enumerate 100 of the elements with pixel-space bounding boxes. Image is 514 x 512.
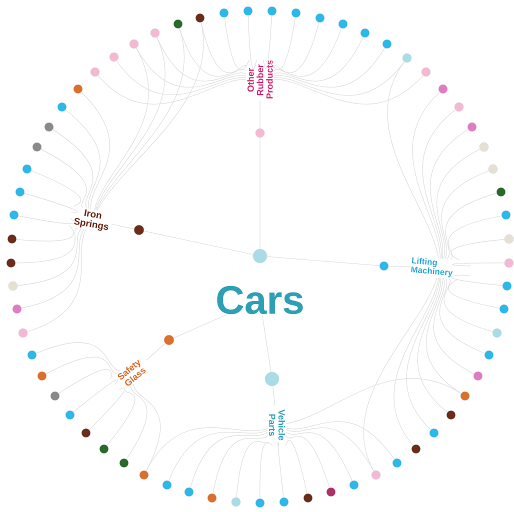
network-dot — [484, 350, 494, 360]
network-dot — [326, 487, 336, 497]
network-dot — [129, 39, 139, 49]
connection-line — [173, 314, 226, 338]
connection-line — [98, 75, 246, 104]
network-dot — [454, 102, 464, 112]
network-dot — [429, 428, 439, 438]
connection-line — [394, 277, 440, 446]
network-dot — [379, 261, 389, 271]
connection-line — [96, 22, 204, 211]
network-dot — [504, 258, 514, 268]
category-label: Cars — [217, 286, 303, 314]
category-label: Vehicle Parts — [268, 410, 286, 440]
connection-line — [274, 62, 405, 96]
network-dot — [231, 497, 241, 507]
network-dot — [15, 187, 25, 197]
network-dot — [73, 84, 83, 94]
network-dot — [279, 497, 289, 507]
connection-line — [274, 28, 342, 77]
network-dot — [8, 281, 18, 291]
network-dot — [99, 444, 109, 454]
network-dot — [9, 210, 19, 220]
connection-line — [46, 356, 118, 374]
connection-line — [65, 110, 100, 210]
connection-line — [260, 442, 273, 499]
network-dot — [446, 410, 456, 420]
connection-line — [126, 386, 148, 460]
connection-line — [274, 22, 320, 74]
network-dot — [37, 371, 47, 381]
connection-line — [31, 170, 82, 207]
network-dot — [12, 304, 22, 314]
connection-line — [263, 15, 272, 70]
network-dot — [173, 19, 183, 29]
network-dot — [382, 39, 392, 49]
category-label: Iron Springs — [74, 209, 108, 231]
network-dot — [164, 334, 174, 346]
connection-line — [285, 440, 308, 494]
connection-line — [448, 278, 500, 308]
network-dot — [162, 480, 172, 490]
connection-line — [286, 421, 395, 460]
network-dot — [291, 8, 301, 18]
connection-line — [426, 278, 462, 394]
connection-line — [18, 216, 75, 224]
network-dot — [119, 458, 129, 468]
connection-line — [270, 17, 296, 70]
connection-line — [21, 228, 84, 308]
network-dot — [349, 480, 359, 490]
network-dot — [392, 458, 402, 468]
connection-line — [146, 343, 166, 360]
connection-line — [224, 17, 250, 70]
connection-line — [274, 48, 385, 88]
network-dot — [438, 84, 448, 94]
connection-line — [248, 15, 257, 70]
connection-line — [448, 216, 502, 260]
connection-line — [286, 378, 462, 424]
network-dot — [267, 6, 277, 16]
connection-line — [433, 278, 474, 374]
connection-line — [24, 193, 78, 213]
connection-line — [96, 28, 184, 210]
connection-line — [27, 229, 86, 332]
connection-line — [439, 278, 485, 354]
connection-line — [406, 277, 440, 430]
network-dot — [421, 67, 431, 77]
network-dot — [467, 122, 477, 132]
connection-line — [36, 342, 120, 372]
connection-line — [89, 388, 126, 430]
network-dot — [492, 328, 502, 338]
connection-line — [136, 48, 246, 88]
connection-line — [444, 278, 493, 332]
connection-line — [286, 432, 352, 481]
connection-line — [262, 315, 272, 372]
network-dot — [243, 6, 253, 16]
connection-line — [286, 427, 374, 472]
connection-line — [200, 22, 246, 74]
connection-line — [451, 274, 503, 286]
category-label: Other Rubber Products — [247, 60, 273, 98]
network-dot — [18, 328, 28, 338]
network-dot — [65, 410, 75, 420]
network-dot — [32, 142, 42, 152]
network-dot — [7, 234, 17, 244]
network-dot — [303, 493, 313, 503]
network-dot — [479, 142, 489, 152]
network-dot — [57, 102, 67, 112]
connection-line — [190, 432, 268, 488]
network-dot — [81, 428, 91, 438]
connection-line — [436, 148, 480, 259]
connection-line — [286, 436, 330, 488]
connection-line — [387, 62, 439, 258]
connection-line — [133, 384, 161, 472]
network-dot — [44, 122, 54, 132]
network-dot — [139, 470, 149, 480]
connection-line — [73, 379, 118, 412]
connection-line — [52, 129, 94, 209]
category-label: Lifting Machinery — [411, 257, 453, 278]
network-dot — [501, 210, 511, 220]
network-dot — [184, 487, 194, 497]
network-dot — [264, 372, 280, 386]
network-dot — [411, 444, 421, 454]
network-dot — [499, 304, 509, 314]
connection-line — [236, 441, 268, 498]
